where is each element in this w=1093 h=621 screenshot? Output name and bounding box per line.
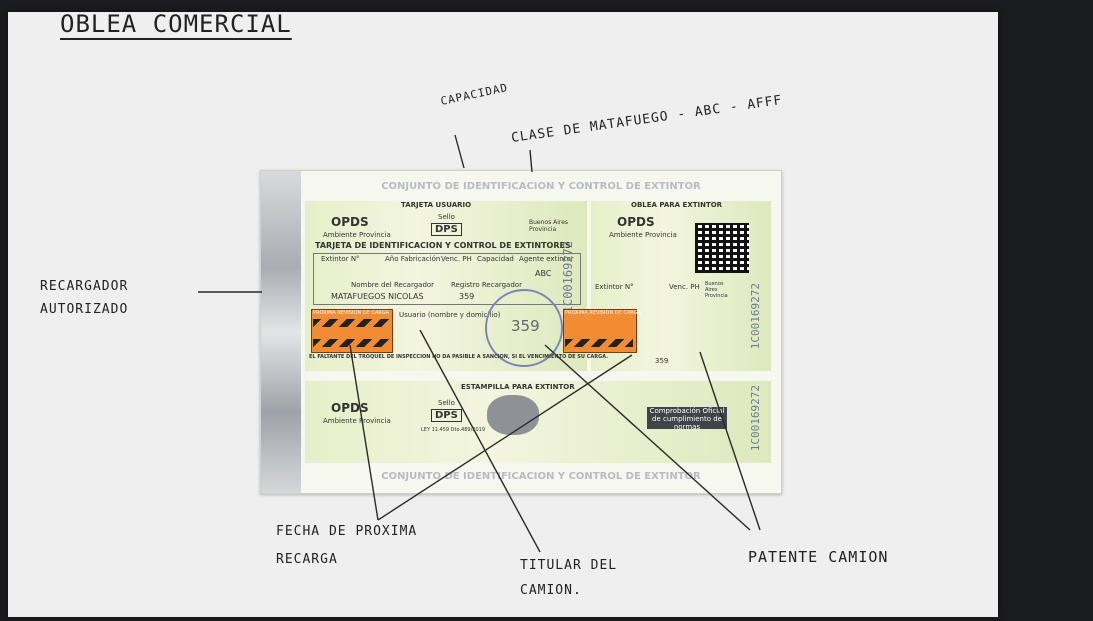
opds-logo-estampilla: OPDS [331,401,369,415]
sello-label-estampilla: Sello [438,399,455,407]
ambiente-label-estampilla: Ambiente Provincia [323,417,391,425]
label-recargador-2: AUTORIZADO [40,302,129,317]
label-patente: PATENTE CAMION [748,548,889,566]
stamp-number: 359 [511,317,540,335]
estampilla-label: ESTAMPILLA PARA EXTINTOR [461,383,575,391]
col-extintor: Extintor N° [321,255,360,263]
serial-oblea: 1C00169272 [749,283,762,350]
ley-text: LEY 11.459 Dto.489/2019 [421,427,485,433]
dps-logo: DPS [431,223,462,236]
registro-small: 359 [655,357,669,365]
serial-tarjeta: 1C00169272 [561,241,575,314]
col-registro: Registro Recargador [451,281,522,289]
page-title: OBLEA COMERCIAL [60,10,292,38]
hologram-strip [261,171,301,493]
proxima-label: PROXIMA REVISION DE CARGA [313,310,390,316]
ambiente-label-oblea: Ambiente Provincia [609,231,677,239]
label-fecha-1: FECHA DE PROXIMA [276,524,418,539]
tarjeta-usuario-label: TARJETA USUARIO [401,201,472,209]
proxima-label-oblea: PROXIMA REVISION DE CARGA [565,310,642,316]
dps-logo-estampilla: DPS [431,409,462,422]
oblea-extintor-label: OBLEA PARA EXTINTOR [631,201,723,209]
col-capacidad: Capacidad [477,255,514,263]
ba-logo-oblea: Buenos Aires Provincia [705,281,728,299]
label-recargador-1: RECARGADOR [40,279,129,294]
stripe-1 [313,319,389,327]
col-venc: Venc. PH [441,255,472,263]
card-bottom-band: CONJUNTO DE IDENTIFICACION Y CONTROL DE … [381,471,701,482]
sello-label: Sello [438,213,455,221]
stripe-3 [565,339,633,347]
warning-text: EL FALTANTE DEL TROQUEL DE INSPECCION NO… [309,354,609,360]
col-agente: Agente extintor [519,255,574,263]
ba-logo: Buenos Aires Provincia [529,219,569,233]
label-titular-1: TITULAR DEL [520,558,618,573]
label-titular-2: CAMION. [520,583,582,598]
opds-logo-oblea: OPDS [617,215,655,229]
serial-estampilla: 1C00169272 [749,385,762,452]
holographic-seal [487,395,539,435]
ambiente-label: Ambiente Provincia [323,231,391,239]
opds-logo: OPDS [331,215,369,229]
col-nombre: Nombre del Recargador [351,281,435,289]
usuario-label: Usuario (nombre y domicilio) [399,311,501,319]
comprobacion-box: Comprobación Oficial de cumplimiento de … [647,407,727,431]
label-fecha-2: RECARGA [276,552,338,567]
identification-card: CONJUNTO DE IDENTIFICACION Y CONTROL DE … [260,170,782,494]
qr-code [695,223,749,273]
registro-value: 359 [459,292,475,301]
col-ano: Año Fabricación [385,255,441,263]
extintor-no-label: Extintor N° [595,283,634,291]
extintor-table [313,253,581,305]
tarjeta-title: TARJETA DE IDENTIFICACION Y CONTROL DE E… [315,241,571,250]
recargador-name: MATAFUEGOS NICOLAS [331,292,424,301]
agente-value: ABC [535,269,552,278]
venc-ph-label: Venc. PH [669,283,700,291]
card-top-band: CONJUNTO DE IDENTIFICACION Y CONTROL DE … [381,181,701,192]
stripe-2 [313,339,389,347]
